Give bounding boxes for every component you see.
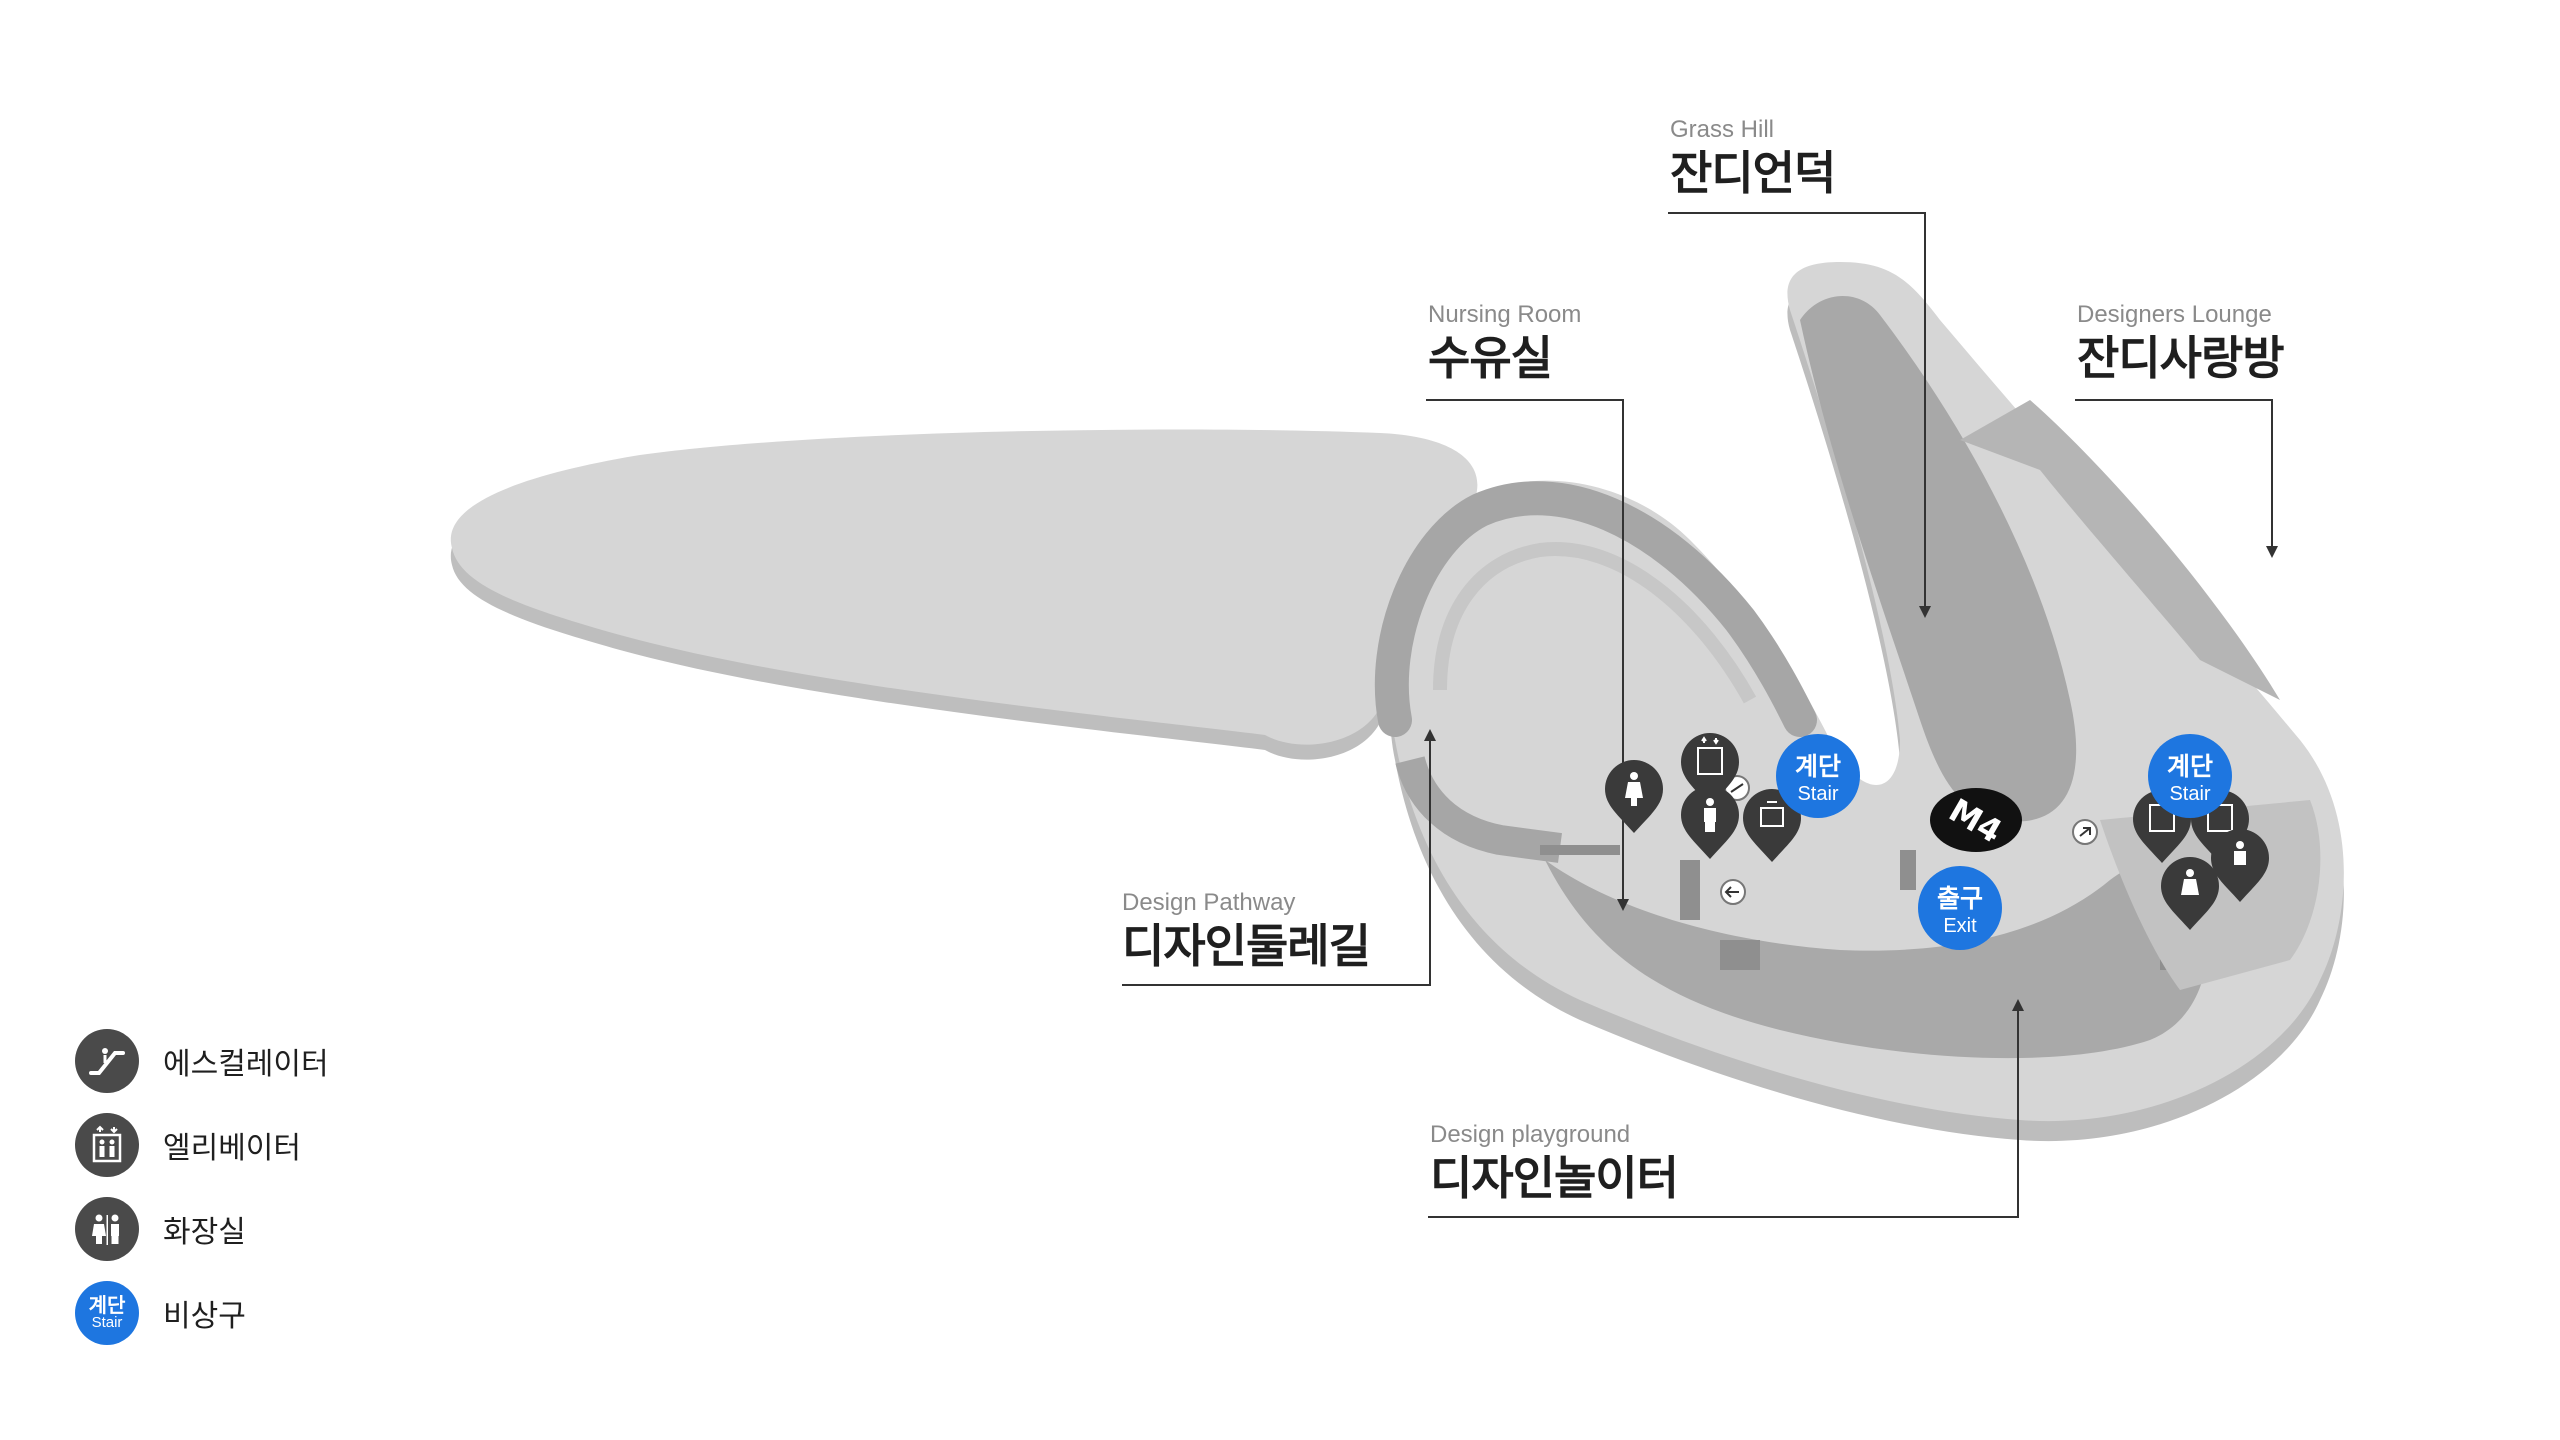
woman-icon: [2181, 869, 2199, 895]
leader-arrowheads: [1424, 546, 2278, 1011]
gate-m4-badge: M4: [1930, 788, 2022, 852]
exit-badge-ko: 출구: [1937, 884, 1983, 913]
restroom-pin-right-man[interactable]: [2211, 829, 2269, 902]
nursing-icon: [1760, 801, 1784, 827]
label-design-playground-ko: 디자인놀이터: [1430, 1151, 1679, 1205]
legend-label-stair: 비상구: [163, 1299, 246, 1334]
legend-stair-badge-en: Stair: [91, 1314, 123, 1331]
legend-stair-badge-ko: 계단: [88, 1293, 126, 1317]
legend-item-stair: 계단 Stair 비상구: [75, 1280, 329, 1346]
direction-marker-left: [1720, 879, 1746, 905]
legend-label-escalator: 에스컬레이터: [163, 1047, 329, 1082]
legend-item-restroom: 화장실: [75, 1196, 329, 1262]
stair-badge-left-en: Stair: [1797, 783, 1838, 805]
label-nursing-room: Nursing Room 수유실: [1428, 300, 1581, 386]
grass-hill-ramp: [1800, 296, 2077, 822]
escalator-icon: [75, 1029, 139, 1093]
label-design-playground: Design playground 디자인놀이터: [1430, 1120, 1679, 1206]
designers-lounge-area: [1960, 400, 2280, 700]
legend-label-restroom: 화장실: [163, 1215, 246, 1250]
man-icon: [2234, 841, 2246, 865]
man-icon: [1704, 798, 1716, 832]
label-design-pathway-en: Design Pathway: [1122, 889, 1296, 916]
design-playground-floor: [1545, 858, 2208, 1059]
legend-item-escalator: 에스컬레이터: [75, 1028, 329, 1094]
stair-badge-right[interactable]: 계단 Stair: [2148, 734, 2232, 818]
design-pathway-ring: [1374, 481, 1817, 863]
exit-badge-en: Exit: [1943, 915, 1977, 937]
label-designers-lounge: Designers Lounge 잔디사랑방: [2077, 300, 2285, 386]
restroom-icon: [75, 1197, 139, 1261]
stair-badge-left[interactable]: 계단 Stair: [1776, 734, 1860, 818]
label-nursing-room-ko: 수유실: [1428, 331, 1553, 385]
label-grass-hill: Grass Hill 잔디언덕: [1670, 115, 1836, 201]
leader-lines: [1122, 212, 2273, 1218]
stair-icon: 계단 Stair: [75, 1281, 139, 1345]
stair-badge-right-en: Stair: [2169, 783, 2210, 805]
label-nursing-room-en: Nursing Room: [1428, 301, 1582, 328]
legend-label-elevator: 엘리베이터: [163, 1131, 301, 1166]
direction-marker-right: [2072, 819, 2098, 845]
elevator-icon: [75, 1113, 139, 1177]
restroom-pin-right-woman[interactable]: [2161, 857, 2219, 930]
restroom-pin[interactable]: [1605, 760, 1663, 833]
woman-icon: [1625, 772, 1643, 806]
stair-badge-right-ko: 계단: [2167, 752, 2213, 781]
nursing-room-pin[interactable]: [1743, 789, 1801, 862]
label-grass-hill-ko: 잔디언덕: [1670, 146, 1836, 200]
exit-badge[interactable]: 출구 Exit: [1918, 866, 2002, 950]
label-grass-hill-en: Grass Hill: [1670, 116, 1775, 143]
label-designers-lounge-en: Designers Lounge: [2077, 301, 2272, 328]
label-designers-lounge-ko: 잔디사랑방: [2077, 331, 2285, 385]
legend-item-elevator: 엘리베이터: [75, 1112, 329, 1178]
stair-badge-left-ko: 계단: [1795, 752, 1841, 781]
label-design-pathway: Design Pathway 디자인둘레길: [1122, 888, 1371, 974]
map-legend: 에스컬레이터 엘리베이터 화장실 계단 Stair 비상구: [75, 1028, 329, 1364]
label-design-pathway-ko: 디자인둘레길: [1122, 919, 1371, 973]
label-design-playground-en: Design playground: [1430, 1121, 1631, 1148]
left-wing-slab: [450, 429, 1478, 760]
restroom-pin-man[interactable]: [1681, 786, 1739, 859]
elevator-pin[interactable]: [1681, 733, 1739, 806]
elevator-icon: [1697, 736, 1723, 775]
